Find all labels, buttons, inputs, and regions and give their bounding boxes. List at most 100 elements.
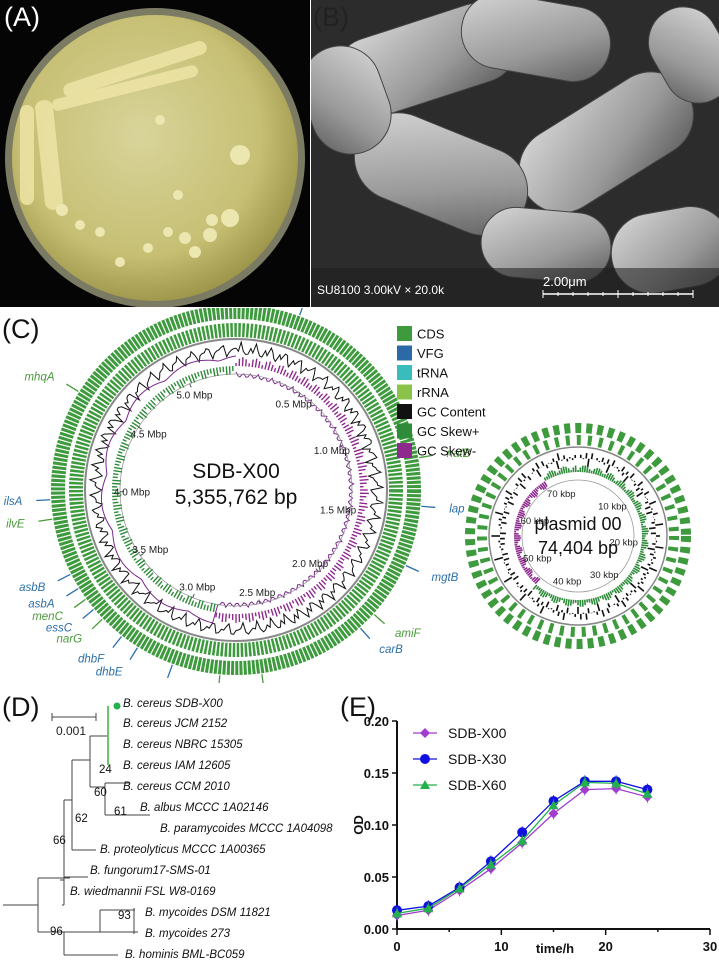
series-line xyxy=(396,787,648,917)
sem-info-text: SU8100 3.00kV × 20.0k xyxy=(317,283,445,297)
panel-c-label: (C) xyxy=(2,314,40,344)
tree-taxon: B. mycoides DSM 11821 xyxy=(145,907,271,919)
legend-marker xyxy=(420,754,430,764)
plasmid-tick-label: 30 kbp xyxy=(590,570,619,581)
chromosome-tick-label: 1.5 Mbp xyxy=(320,506,357,517)
data-point xyxy=(485,859,496,869)
chromosome-tick-label: 5.0 Mbp xyxy=(176,391,213,402)
chromosome-tick-label: 4.0 Mbp xyxy=(114,488,151,499)
gene-label: essC xyxy=(46,623,73,635)
y-axis-label: OD xyxy=(351,815,366,835)
bootstrap-value: 62 xyxy=(75,813,88,825)
x-tick-label: 20 xyxy=(598,939,612,954)
tree-taxon: B. mycoides 273 xyxy=(145,928,231,940)
chromosome-name: SDB-X00 xyxy=(192,460,280,483)
chromosome-tick-label: 3.5 Mbp xyxy=(132,545,169,556)
tree-taxon: B. proteolyticus MCCC 1A00365 xyxy=(100,844,266,856)
bootstrap-value: 24 xyxy=(99,764,112,776)
y-tick-label: 0.05 xyxy=(364,870,389,885)
legend-swatch xyxy=(397,443,412,458)
panel-a: (A) xyxy=(0,0,310,308)
gene-label: narG xyxy=(57,634,83,646)
plasmid-tick-label: 40 kbp xyxy=(553,577,582,588)
gene-label: mhqA xyxy=(24,372,54,384)
legend-swatch xyxy=(397,365,412,380)
data-point xyxy=(579,784,590,795)
chromosome-tick-label: 4.5 Mbp xyxy=(131,430,168,441)
gene-label: menC xyxy=(32,611,63,623)
data-point xyxy=(517,835,528,845)
legend-swatch xyxy=(397,326,412,341)
gene-label: ilsA xyxy=(4,496,23,508)
y-tick-label: 0.15 xyxy=(364,766,389,781)
legend-label: CDS xyxy=(417,327,445,342)
tree-taxon: B. cereus SDB-X00 xyxy=(123,698,223,710)
legend-series-label: SDB-X00 xyxy=(448,725,507,741)
gene-label: lap xyxy=(449,504,465,516)
x-tick-label: 0 xyxy=(393,939,400,954)
cds-ring-inner xyxy=(69,323,403,657)
bootstrap-value: 96 xyxy=(50,926,63,938)
chromosome-tick-label: 3.0 Mbp xyxy=(179,583,216,594)
gene-label: amiF xyxy=(395,628,422,640)
data-point xyxy=(454,883,465,893)
chromosome-size: 5,355,762 bp xyxy=(175,486,298,509)
chromosome-tick-label: 2.5 Mbp xyxy=(239,588,276,599)
chromosome-tick-label: 1.0 Mbp xyxy=(314,446,351,457)
tree-taxon: B. albus MCCC 1A02146 xyxy=(140,802,269,814)
bootstrap-value: 61 xyxy=(114,806,127,818)
data-point xyxy=(517,827,528,838)
legend-marker xyxy=(420,780,430,789)
data-point xyxy=(579,777,590,787)
bootstrap-value: 66 xyxy=(53,835,66,847)
gene-label: asbA xyxy=(28,598,55,610)
legend-label: GC Content xyxy=(417,405,486,420)
legend-label: tRNA xyxy=(417,366,448,381)
plasmid-tick-label: 10 kbp xyxy=(598,502,627,513)
data-point xyxy=(642,788,653,798)
x-tick-label: 10 xyxy=(494,939,508,954)
plasmid-size: 74,404 bp xyxy=(538,538,618,558)
plasmid-tick-label: 60 kbp xyxy=(521,516,550,527)
legend-label: GC Skew+ xyxy=(417,424,480,439)
gc-skew-ring xyxy=(100,355,355,624)
legend-swatch xyxy=(397,345,412,361)
data-point xyxy=(392,908,402,918)
plasmid-name: plasmid 00 xyxy=(534,514,621,534)
tree-taxon: B. cereus CCM 2010 xyxy=(123,781,230,793)
gene-label: carB xyxy=(379,644,403,656)
tree-taxon: B. paramycoides MCCC 1A04098 xyxy=(160,823,333,835)
gc-content-ring xyxy=(88,340,385,635)
y-tick-label: 0.10 xyxy=(364,818,389,833)
tree-taxon: B. cereus IAM 12605 xyxy=(123,760,231,772)
gene-label: natB xyxy=(447,448,471,460)
legend-label: GC Skew- xyxy=(417,444,476,459)
data-point xyxy=(548,800,559,810)
panel-a-label: (A) xyxy=(4,2,40,32)
petri-dish-image xyxy=(5,8,305,308)
cds-ring-outer xyxy=(51,308,421,675)
legend-swatch xyxy=(397,384,412,400)
panel-b: SU8100 3.00kV × 20.0k 2.00μm (B) xyxy=(311,0,719,307)
plasmid-tick-label: 20 kbp xyxy=(609,537,638,548)
panel-b-label: (B) xyxy=(313,2,349,32)
data-point xyxy=(611,778,622,788)
selected-strain-marker xyxy=(113,702,121,710)
panel-d-label: (D) xyxy=(2,692,40,722)
data-point xyxy=(423,903,434,913)
chromosome-tick-label: 0.5 Mbp xyxy=(276,399,313,410)
legend-series-label: SDB-X60 xyxy=(448,777,507,793)
panel-e-label: (E) xyxy=(340,692,376,722)
sem-scale-text: 2.00μm xyxy=(543,274,587,289)
gene-label: dhbE xyxy=(96,667,123,679)
tree-taxon: B. wiedmannii FSL W8-0169 xyxy=(70,886,216,898)
gene-label: asbB xyxy=(19,582,46,594)
tree-taxon: B. fungorum17-SMS-01 xyxy=(90,865,211,877)
x-axis-label: time/h xyxy=(536,941,574,956)
